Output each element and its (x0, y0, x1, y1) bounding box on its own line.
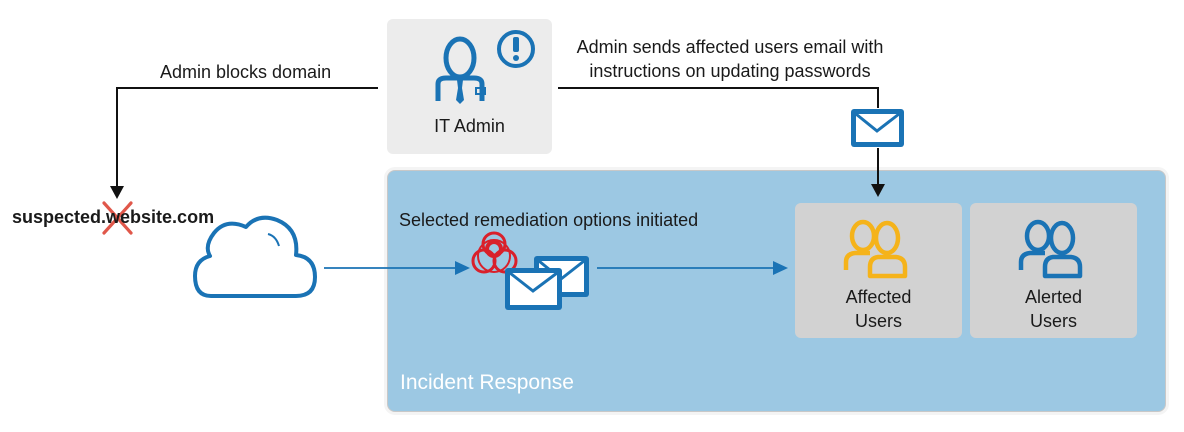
it-admin-label: IT Admin (434, 116, 505, 136)
admin-blocks-arrow (116, 87, 378, 188)
admin-blocks-arrowhead (110, 186, 124, 199)
affected-users-label: Affected Users (795, 285, 962, 333)
cloud-to-remediation-arrow (324, 261, 470, 275)
envelope-icon (851, 109, 904, 147)
affected-users-line2: Users (854, 311, 902, 331)
biohazard-icon (471, 231, 518, 274)
it-admin-tie-icon (456, 80, 486, 104)
admin-sends-label: Admin sends affected users email with in… (560, 35, 900, 83)
alerted-users-line2: Users (1029, 311, 1077, 331)
envelope-stack-icon (505, 256, 589, 310)
admin-sends-line2: instructions on updating passwords (589, 61, 871, 81)
admin-blocks-label: Admin blocks domain (160, 62, 332, 82)
admin-sends-arrow (558, 87, 879, 186)
red-x-icon (102, 201, 133, 235)
remediation-label: Selected remediation options initiated (399, 210, 699, 230)
it-admin-person-icon (435, 36, 485, 101)
admin-sends-line1: Admin sends affected users email with (576, 37, 884, 57)
affected-users-icon (843, 219, 908, 279)
domain-label: suspected.website.com (12, 207, 215, 227)
alerted-users-label: Alerted Users (970, 285, 1137, 333)
incident-response-title: Incident Response (400, 371, 574, 394)
admin-sends-arrowhead (871, 184, 885, 197)
alerted-users-icon (1018, 219, 1083, 279)
cloud-icon (193, 215, 317, 298)
remediation-to-users-arrow (597, 261, 788, 275)
exclamation-circle-icon (497, 30, 535, 68)
alerted-users-line1: Alerted (1024, 287, 1083, 307)
affected-users-line1: Affected (845, 287, 912, 307)
